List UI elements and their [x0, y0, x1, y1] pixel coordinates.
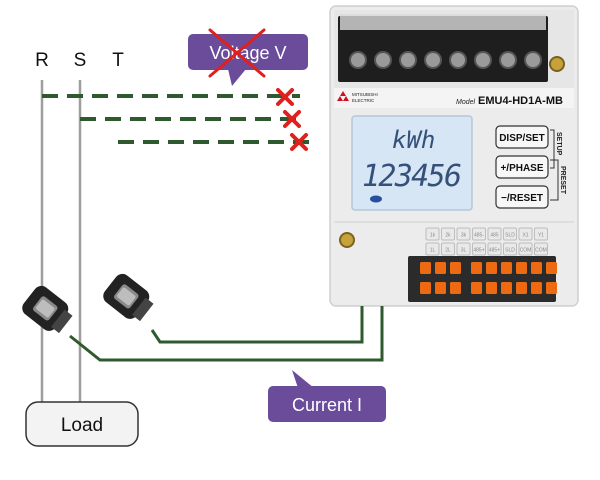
led-label-box: [518, 242, 533, 256]
led-label-text: 485+: [473, 248, 484, 254]
load-box: [25, 401, 139, 447]
terminal-pin: [531, 282, 542, 294]
disp-set-button[interactable]: [495, 125, 549, 149]
led-label-box: [518, 227, 533, 241]
terminal-pin: [501, 282, 512, 294]
current-label: Current I: [292, 395, 362, 415]
current-transformer-clamp-2: [103, 273, 154, 322]
disp-set-label: DISP/SET: [499, 133, 545, 144]
model-prefix: Model: [456, 99, 476, 106]
terminal-pin: [516, 262, 527, 274]
terminal-pin: [546, 262, 557, 274]
terminal-pin: [450, 282, 461, 294]
current-wire-2: [69, 306, 384, 362]
phase-label-s: S: [74, 50, 87, 71]
setup-label: SETUP: [555, 132, 562, 156]
led-label-box: [472, 227, 486, 241]
top-terminal-block: [338, 16, 548, 82]
led-label-text: COM: [535, 248, 547, 254]
voltage-callout: Voltage V: [188, 28, 308, 86]
terminal-pin: [516, 282, 527, 294]
current-transformer-clamp-1: [22, 285, 73, 334]
led-label-box: [472, 242, 486, 256]
led-label-text: 485: [490, 233, 499, 239]
led-label-box: [456, 227, 471, 241]
terminal-pin: [435, 282, 446, 294]
led-label-text: COM: [520, 248, 532, 254]
terminal-pin: [486, 262, 497, 274]
voltage-dashed-lines: [42, 94, 310, 144]
strike-cross-icon: [208, 28, 266, 78]
led-label-box: [425, 227, 440, 241]
minus-reset-button[interactable]: [495, 185, 549, 209]
minus-reset-label: −/RESET: [501, 193, 543, 204]
cross-icon-2: [283, 110, 301, 128]
preset-label: PRESET: [559, 166, 566, 195]
led-label-box: [441, 242, 455, 256]
brand-line-2: ELECTRIC: [352, 98, 375, 103]
terminal-pin: [420, 282, 431, 294]
current-wire-1: [150, 306, 364, 344]
led-label-box: [534, 227, 548, 241]
mitsubishi-logo-icon: [337, 91, 349, 101]
current-wires: [69, 306, 384, 362]
model-name: EMU4-HD1A-MB: [478, 95, 563, 107]
energy-meter: MITSUBISHI ELECTRIC Model EMU4-HD1A-MB k…: [329, 5, 579, 307]
terminal-screws: [349, 51, 542, 69]
phase-label-r: R: [35, 50, 49, 71]
led-label-box: [534, 242, 548, 256]
led-label-text: X1: [522, 233, 528, 239]
terminal-pin: [450, 262, 461, 274]
lcd-unit: kWh: [392, 126, 435, 154]
voltage-label: Voltage V: [209, 43, 286, 63]
led-label-box: [487, 227, 502, 241]
terminal-pin: [420, 262, 431, 274]
terminal-pin: [471, 282, 482, 294]
load-label: Load: [61, 415, 103, 436]
led-label-text: 1L: [430, 248, 436, 254]
led-label-text: SLD: [505, 233, 515, 239]
plus-phase-button[interactable]: [495, 155, 549, 179]
cross-icon-3: [290, 133, 308, 151]
cross-icon-1: [276, 88, 294, 106]
mount-screw-top: [549, 56, 565, 72]
terminal-pin: [546, 282, 557, 294]
led-label-text: SLD: [505, 248, 515, 254]
led-label-box: [503, 227, 517, 241]
phase-label-t: T: [112, 50, 124, 71]
terminal-pin: [471, 262, 482, 274]
orange-terminals: [420, 262, 557, 294]
led-label-text: 485-: [474, 233, 484, 239]
led-label-box: [425, 242, 440, 256]
led-label-text: 485+: [489, 248, 500, 254]
led-label-text: 2k: [445, 233, 451, 239]
terminal-pin: [531, 262, 542, 274]
led-label-box: [503, 242, 517, 256]
plus-phase-label: +/PHASE: [500, 163, 543, 174]
led-label-text: 1k: [430, 233, 436, 239]
lcd-indicator-dot: [370, 195, 382, 203]
lcd-value: 123456: [362, 159, 462, 194]
led-label-box: [487, 242, 502, 256]
terminal-pin: [486, 282, 497, 294]
disconnect-cross-icons: [276, 88, 308, 151]
led-label-text: 3k: [461, 233, 467, 239]
led-label-text: Y1: [538, 233, 544, 239]
led-label-text: 3L: [461, 248, 467, 254]
led-label-box: [456, 242, 471, 256]
current-callout: Current I: [268, 370, 386, 422]
mount-screw-bottom: [339, 232, 355, 248]
brand-line-1: MITSUBISHI: [352, 92, 378, 97]
led-label-text: 2L: [445, 248, 451, 254]
terminal-pin: [435, 262, 446, 274]
terminal-pin: [501, 262, 512, 274]
lcd-screen: [351, 115, 473, 211]
led-label-box: [441, 227, 455, 241]
